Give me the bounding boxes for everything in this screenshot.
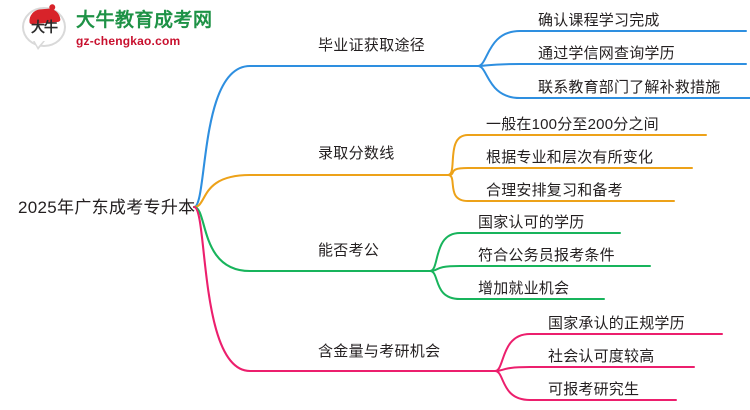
mindmap-branch-node-civil-service-eligibility: 能否考公 — [318, 242, 380, 259]
branch-spine-civil-service-eligibility — [192, 205, 432, 273]
mindmap-leaf-node: 国家认可的学历 — [478, 214, 585, 231]
site-logo: 大牛 大牛教育成考网 gz-chengkao.com — [22, 6, 213, 52]
mindmap-branch-node-admission-score-line: 录取分数线 — [318, 145, 395, 162]
mindmap-branch-node-graduation-certificate: 毕业证获取途径 — [318, 37, 426, 54]
mindmap-leaf-node: 一般在100分至200分之间 — [486, 116, 659, 133]
mindmap-leaf-node: 根据专业和层次有所变化 — [486, 149, 654, 166]
mindmap-leaf-node: 合理安排复习和备考 — [486, 182, 623, 199]
logo-mark-text: 大牛 — [31, 19, 58, 35]
leaf-connector-graduation-certificate-0 — [477, 30, 747, 67]
leaf-connector-value-and-postgrad-1 — [494, 366, 695, 372]
leaf-connector-civil-service-eligibility-1 — [429, 265, 651, 272]
mindmap-leaf-node: 国家承认的正规学历 — [548, 315, 685, 332]
leaf-connector-admission-score-line-2 — [447, 174, 675, 202]
branch-spine-admission-score-line — [192, 173, 450, 209]
logo-mark-icon: 大牛 — [22, 6, 68, 52]
mindmap-leaf-node: 联系教育部门了解补救措施 — [538, 79, 721, 96]
leaf-connector-civil-service-eligibility-2 — [429, 270, 605, 300]
branch-spine-value-and-postgrad — [192, 205, 497, 373]
mindmap-root-node: 2025年广东成考专升本 — [18, 198, 196, 217]
logo-bubble-tail-inner — [34, 40, 44, 47]
mindmap-leaf-node: 可报考研究生 — [548, 381, 640, 398]
mindmap-leaf-node: 社会认可度较高 — [548, 348, 655, 365]
leaf-connector-value-and-postgrad-2 — [494, 370, 677, 401]
leaf-connector-admission-score-line-0 — [447, 134, 707, 176]
leaf-connector-admission-score-line-1 — [447, 167, 693, 176]
logo-title: 大牛教育成考网 — [76, 10, 213, 31]
mindmap-branch-node-value-and-postgrad: 含金量与考研机会 — [318, 343, 441, 360]
leaf-connector-graduation-certificate-2 — [477, 65, 750, 99]
leaf-connector-graduation-certificate-1 — [477, 63, 747, 67]
mindmap-leaf-node: 确认课程学习完成 — [538, 12, 660, 29]
logo-wordmark: 大牛教育成考网 gz-chengkao.com — [76, 11, 213, 47]
branch-spine-graduation-certificate — [192, 64, 480, 209]
leaf-connector-value-and-postgrad-0 — [494, 333, 723, 372]
mindmap-leaf-node: 通过学信网查询学历 — [538, 45, 675, 62]
leaf-connector-civil-service-eligibility-0 — [429, 232, 621, 272]
mindmap-leaf-node: 符合公务员报考条件 — [478, 247, 615, 264]
mindmap-leaf-node: 增加就业机会 — [478, 280, 570, 297]
logo-subtitle: gz-chengkao.com — [76, 34, 181, 48]
